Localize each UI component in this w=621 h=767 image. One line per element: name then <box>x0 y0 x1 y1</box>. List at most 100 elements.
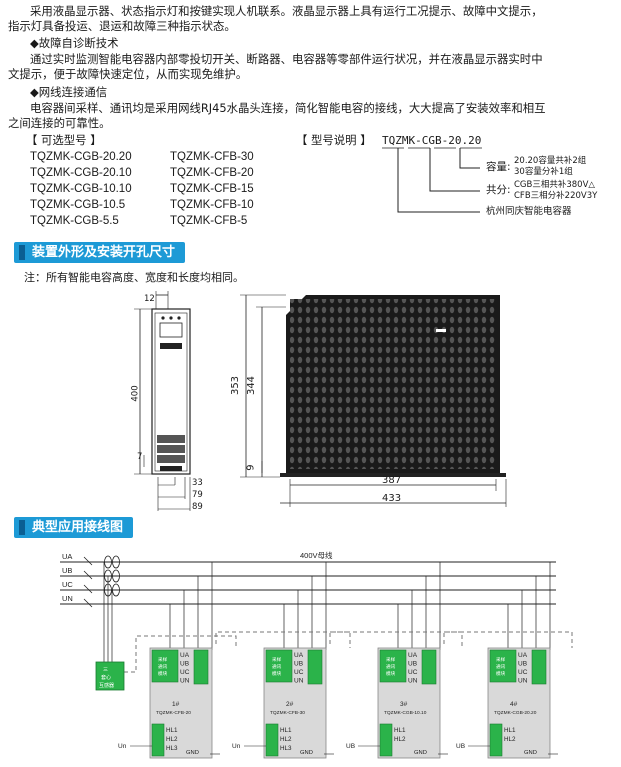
output-terminal <box>489 723 503 757</box>
network-line-1: 电容器间采样、通讯均是采用网线RJ45水晶头连接，简化智能电容的接线，大大提高了… <box>30 101 546 115</box>
module-text: 通讯 <box>272 663 282 670</box>
terminal-label: UA <box>408 652 418 659</box>
dim-12: 12 <box>144 294 155 304</box>
phase-uc: UC <box>62 580 73 589</box>
unit-model: TQZMK-CFB-20 <box>156 710 191 716</box>
phase-ua: UA <box>62 552 72 561</box>
share-line-2: CFB三相分补220V3Y <box>514 191 598 201</box>
dim-79: 79 <box>192 490 203 500</box>
terminal-block <box>531 649 547 685</box>
intro-line-2: 指示灯具备投运、退运和故障三种指示状态。 <box>8 19 236 33</box>
capacity-line-1: 20.20容量共补2组 <box>514 156 587 166</box>
gnd-label: GND <box>524 750 537 756</box>
dimensions-banner: 装置外形及安装开孔尺寸 <box>14 242 186 263</box>
module-text: 模块 <box>496 670 506 677</box>
terminal-label: UB <box>294 661 303 668</box>
output-label: HL1 <box>394 727 406 734</box>
input-label: UB <box>346 743 355 750</box>
terminal-label: UB <box>518 661 527 668</box>
output-terminal <box>379 723 393 757</box>
output-terminal <box>151 723 165 757</box>
phase-ub: UB <box>62 566 72 575</box>
terminal-label: UA <box>518 652 528 659</box>
dim-7: 7 <box>137 452 143 462</box>
terminal-block <box>193 649 209 685</box>
module-text: 通讯 <box>158 663 168 670</box>
model-item: TQZMK-CFB-30 <box>170 151 254 163</box>
model-explain-leaders <box>382 147 484 213</box>
terminal-label: UA <box>294 652 304 659</box>
bus-label: 400V母线 <box>300 550 333 560</box>
module-text: 模块 <box>386 670 396 677</box>
network-heading: ◆网线连接通信 <box>30 85 108 99</box>
module-text: 采样 <box>386 656 396 663</box>
module-text: 通讯 <box>386 663 396 670</box>
module-text: 模块 <box>158 670 168 677</box>
fault-paragraph: 通过实时监测智能电容器内部零投切开关、断路器、电容器等零部件运行状况，并在液晶显… <box>8 52 614 82</box>
terminal-label: UC <box>408 669 418 676</box>
dim-33: 33 <box>192 478 203 488</box>
capacity-line-2: 30容量分补1组 <box>514 167 573 177</box>
dimensions-note: 注：所有智能电容高度、宽度和长度均相同。 <box>24 271 244 284</box>
sampling-module <box>151 649 179 683</box>
intro-paragraph: 采用液晶显示器、状态指示灯和按键实现人机联系。液晶显示器上具有运行工况提示、故障… <box>8 4 614 34</box>
capacity-label: 容量: <box>486 161 511 173</box>
model-item: TQZMK-CGB-20.20 <box>30 151 132 163</box>
dim-433: 433 <box>382 493 402 504</box>
fault-line-1: 通过实时监测智能电容器内部零投切开关、断路器、电容器等零部件运行状况，并在液晶显… <box>30 52 543 66</box>
output-label: HL3 <box>280 745 292 752</box>
model-item: TQZMK-CGB-10.5 <box>30 199 126 211</box>
model-item: TQZMK-CFB-20 <box>170 167 254 179</box>
ct-box <box>95 661 125 691</box>
phase-un: UN <box>62 594 73 603</box>
input-label: Un <box>232 743 241 750</box>
dim-9: 9 <box>245 464 257 471</box>
unit-model: TQZMK-CGB-20.20 <box>494 710 537 716</box>
dim-344: 344 <box>246 375 258 396</box>
sampling-module <box>489 649 517 683</box>
input-label: UB <box>456 743 465 750</box>
ct-box-text-1: 三 <box>103 667 108 673</box>
module-text: 通讯 <box>496 663 506 670</box>
unit-model: TQZMK-CGB-10.10 <box>384 710 427 716</box>
network-line-2: 之间连接的可靠性。 <box>8 116 111 130</box>
dim-89: 89 <box>192 502 203 512</box>
terminal-label: UN <box>518 678 528 685</box>
output-label: HL1 <box>280 727 292 734</box>
share-line-1: CGB三相共补380V△ <box>514 180 595 190</box>
wiring-banner: 典型应用接线图 <box>14 517 134 538</box>
terminal-label: UA <box>180 652 190 659</box>
gnd-label: GND <box>300 750 313 756</box>
terminal-block <box>307 649 323 685</box>
fault-line-2: 文提示，便于故障快速定位，从而实现免维护。 <box>8 67 248 81</box>
models-title: 【 可选型号 】 <box>26 133 102 147</box>
model-item: TQZMK-CFB-5 <box>170 215 248 227</box>
module-text: 采样 <box>272 656 282 663</box>
terminal-label: UB <box>180 661 189 668</box>
model-item: TQZMK-CGB-20.10 <box>30 167 132 179</box>
dim-387: 387 <box>382 475 402 486</box>
module-text: 采样 <box>496 656 506 663</box>
fault-heading: ◆故障自诊断技术 <box>30 36 119 50</box>
terminal-label: UC <box>180 669 190 676</box>
ct-box-text-3: 互感器 <box>99 682 114 689</box>
terminal-label: UN <box>180 678 190 685</box>
share-label: 共分: <box>486 184 511 196</box>
module-text: 采样 <box>158 656 168 663</box>
output-label: HL1 <box>504 727 516 734</box>
ct-box-text-2: 套心 <box>101 674 111 681</box>
terminal-label: UB <box>408 661 417 668</box>
wiring-diagram: 采样通讯模块UAUBUCUN1#TQZMK-CFB-20HL1HL2HL3GND… <box>60 550 573 759</box>
output-label: HL2 <box>280 736 292 743</box>
sampling-module <box>265 649 293 683</box>
unit-number: 1# <box>172 701 180 708</box>
sampling-module <box>379 649 407 683</box>
dim-400: 400 <box>130 385 141 402</box>
dim-353: 353 <box>230 375 242 396</box>
unit-model: TQZMK-CFB-30 <box>270 710 305 716</box>
gnd-label: GND <box>186 750 199 756</box>
input-label: Un <box>118 743 127 750</box>
unit-number: 2# <box>286 701 294 708</box>
output-terminal <box>265 723 279 757</box>
terminal-label: UN <box>294 678 304 685</box>
